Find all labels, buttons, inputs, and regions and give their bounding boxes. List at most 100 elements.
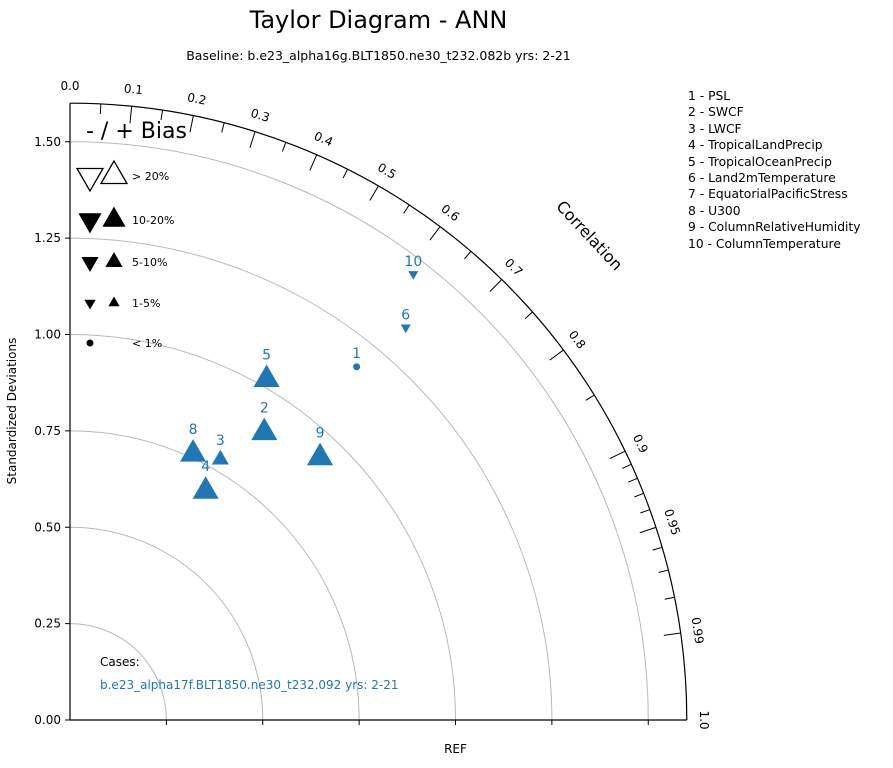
std-grid-arc xyxy=(69,141,649,721)
correlation-minor-tick xyxy=(524,311,533,320)
legend-item-2: 2 - SWCF xyxy=(688,105,744,120)
correlation-minor-tick xyxy=(281,142,287,152)
data-point-3: 3 xyxy=(211,433,229,465)
legend-item-1: 1 - PSL xyxy=(688,89,731,103)
correlation-minor-tick xyxy=(658,569,669,573)
correlation-tick-label: 0.2 xyxy=(186,90,208,108)
correlation-tick-label: 0.0 xyxy=(60,79,79,93)
std-grid-arc xyxy=(69,623,167,721)
std-grid-arc xyxy=(69,334,456,721)
correlation-minor-tick xyxy=(621,463,632,469)
data-point-10: 10 xyxy=(404,254,422,280)
correlation-minor-tick xyxy=(429,226,441,241)
bias-legend-label: 10-20% xyxy=(132,214,174,227)
correlation-minor-tick xyxy=(634,492,644,498)
point-triangle-marker xyxy=(253,364,280,387)
y-axis-tick-label: 0.75 xyxy=(34,424,61,438)
legend-item-4: 4 - TropicalLandPrecip xyxy=(688,138,823,153)
data-point-4: 4 xyxy=(192,459,219,499)
point-triangle-marker xyxy=(211,449,229,465)
data-point-number-label: 3 xyxy=(216,433,225,449)
data-point-number-label: 6 xyxy=(401,308,410,324)
x-axis-label-ref: REF xyxy=(444,742,467,756)
correlation-minor-tick xyxy=(640,509,650,514)
legend-item-6: 6 - Land2mTemperature xyxy=(688,171,836,186)
bias-legend-label: 5-10% xyxy=(132,256,167,269)
point-triangle-marker xyxy=(251,417,278,441)
correlation-minor-tick xyxy=(309,154,318,171)
std-grid-arc xyxy=(69,526,264,721)
cases-heading: Cases: xyxy=(100,655,140,669)
bias-negative-triangle-icon xyxy=(75,167,105,193)
correlation-minor-tick xyxy=(249,131,256,148)
data-point-1: 1 xyxy=(352,346,361,371)
bias-negative-triangle-icon xyxy=(81,257,99,272)
correlation-axis-label: Correlation xyxy=(552,197,626,274)
legend-item-7: 7 - EquatorialPacificStress xyxy=(688,187,848,202)
correlation-minor-tick xyxy=(628,477,638,483)
correlation-minor-tick xyxy=(99,103,102,114)
y-axis-tick-label: 1.50 xyxy=(34,135,61,149)
point-triangle-marker xyxy=(400,324,411,334)
data-point-8: 8 xyxy=(180,422,207,462)
bias-positive-triangle-icon xyxy=(102,206,126,227)
point-dot-marker xyxy=(353,363,361,371)
correlation-tick-label: 0.5 xyxy=(375,160,399,182)
correlation-minor-tick xyxy=(403,204,410,214)
legend-item-9: 9 - ColumnRelativeHumidity xyxy=(688,220,861,235)
correlation-tick-label: 0.9 xyxy=(630,432,651,455)
correlation-minor-tick xyxy=(129,106,133,124)
correlation-minor-tick xyxy=(464,250,472,260)
data-point-5: 5 xyxy=(253,347,280,387)
correlation-tick-label: 0.6 xyxy=(438,202,462,225)
correlation-tick-label: 0.95 xyxy=(661,507,683,537)
std-grid-arc xyxy=(69,237,553,721)
correlation-tick-label: 0.7 xyxy=(502,256,525,279)
point-triangle-marker xyxy=(180,439,207,462)
correlation-minor-tick xyxy=(664,596,675,600)
bias-positive-triangle-icon xyxy=(108,296,120,307)
y-axis-label: Standardized Deviations xyxy=(5,338,19,485)
y-axis-tick-label: 1.00 xyxy=(34,328,61,342)
data-point-6: 6 xyxy=(400,308,411,334)
y-axis-tick-label: 0.50 xyxy=(34,520,61,534)
legend-item-3: 3 - LWCF xyxy=(688,121,742,136)
correlation-tick-label: 0.99 xyxy=(689,616,707,644)
correlation-tick-label: 0.8 xyxy=(566,328,589,352)
correlation-tick-label: 1.0 xyxy=(697,710,711,729)
correlation-minor-tick xyxy=(189,115,194,133)
correlation-minor-tick xyxy=(663,632,681,636)
bias-legend-label: < 1% xyxy=(132,337,162,350)
data-point-number-label: 10 xyxy=(404,254,422,270)
data-point-2: 2 xyxy=(251,401,278,441)
y-axis-tick-label: 0.25 xyxy=(34,617,61,631)
y-axis-tick-label: 1.25 xyxy=(34,231,61,245)
correlation-minor-tick xyxy=(221,122,225,133)
y-axis-tick-label: 0.00 xyxy=(34,713,61,727)
bias-lt1-dot-icon xyxy=(86,339,94,347)
legend-item-10: 10 - ColumnTemperature xyxy=(688,236,841,251)
data-point-number-label: 9 xyxy=(316,426,325,442)
point-triangle-marker xyxy=(192,476,219,499)
legend-item-8: 8 - U300 xyxy=(688,203,741,218)
data-point-number-label: 8 xyxy=(189,422,198,438)
correlation-minor-tick xyxy=(160,110,164,121)
page-title: Taylor Diagram - ANN xyxy=(249,6,508,34)
data-point-number-label: 2 xyxy=(260,401,269,417)
correlation-minor-tick xyxy=(639,526,657,534)
bias-legend-label: 1-5% xyxy=(132,297,160,310)
legend-item-5: 5 - TropicalOceanPrecip xyxy=(688,154,832,169)
bias-legend-title: - / + Bias xyxy=(86,119,187,144)
correlation-minor-tick xyxy=(609,450,626,460)
bias-negative-triangle-icon xyxy=(84,299,96,310)
correlation-tick-label: 0.1 xyxy=(123,81,143,97)
std-grid-arc xyxy=(69,430,360,721)
bias-negative-triangle-icon xyxy=(78,213,102,234)
correlation-minor-tick xyxy=(585,394,595,401)
correlation-tick-label: 0.3 xyxy=(249,106,271,125)
correlation-minor-tick xyxy=(369,185,379,201)
data-point-number-label: 5 xyxy=(262,347,271,363)
data-point-number-label: 1 xyxy=(352,346,361,362)
